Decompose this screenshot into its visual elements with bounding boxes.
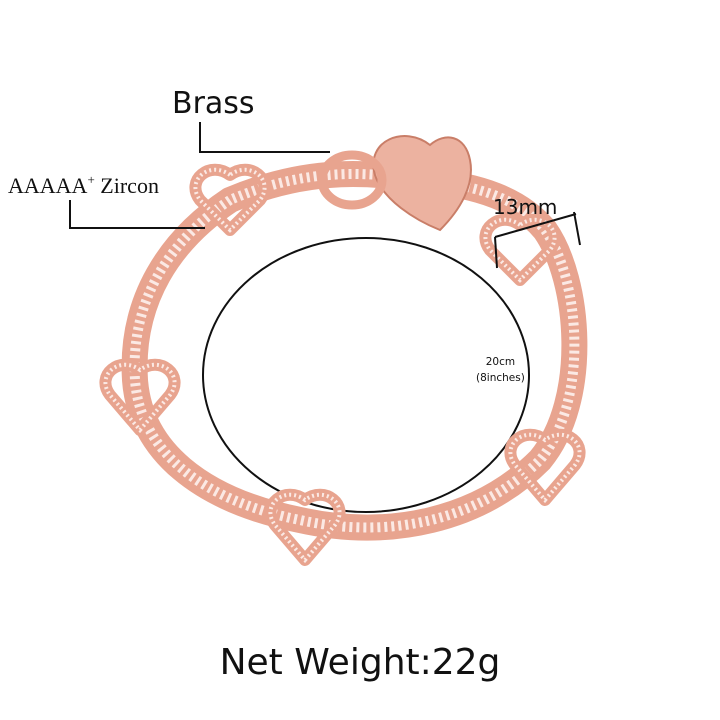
width-tick-left xyxy=(494,236,498,269)
length-imperial: (8inches) xyxy=(476,372,525,384)
length-label: 20cm (8inches) xyxy=(476,354,525,386)
stone-grade-plus: + xyxy=(87,172,95,187)
link-width-label: 13mm xyxy=(493,195,558,219)
length-circle xyxy=(202,237,530,513)
heart-stones xyxy=(103,167,582,564)
stone-name: Zircon xyxy=(100,173,159,198)
clasp-loop xyxy=(317,150,387,210)
brass-callout xyxy=(199,122,330,153)
stone-grade: AAAAA xyxy=(8,173,88,198)
width-line xyxy=(494,213,577,238)
clasp-heart xyxy=(372,135,472,232)
stone-label: AAAAA+ Zircon xyxy=(8,172,159,199)
net-weight-label: Net Weight:22g xyxy=(219,642,501,683)
length-metric: 20cm xyxy=(485,356,516,368)
width-tick-right xyxy=(573,211,581,246)
zircon-callout xyxy=(69,200,205,229)
material-label: Brass xyxy=(172,86,255,121)
callout-lines xyxy=(69,122,581,269)
